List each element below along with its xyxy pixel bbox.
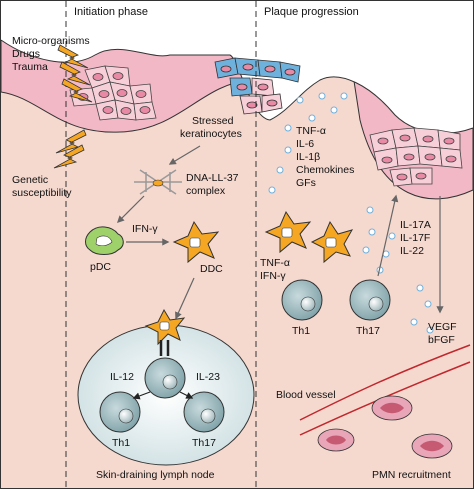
cytokine-il1b: IL-1β	[296, 151, 320, 163]
arrow-naive-to-th1	[132, 391, 151, 400]
th1-label-right: Th1	[292, 325, 310, 337]
trigger-drugs: Drugs	[12, 48, 40, 60]
pmn-label: PMN recruitment	[372, 469, 451, 481]
arrow-complex-to-pdc	[116, 195, 145, 224]
il23-label: IL-23	[196, 371, 220, 383]
naive-t-nucleus	[162, 374, 178, 390]
th17-nucleus-right	[368, 296, 384, 312]
blood-vessel-wall-upper	[299, 344, 471, 421]
th17-label-lymph: Th17	[192, 437, 216, 449]
arrow-ddc-to-lymph	[175, 277, 195, 320]
pdc-label: pDC	[90, 261, 111, 273]
cytokine-tnf: TNF-α	[296, 125, 326, 137]
stressed-label-1: Stressed	[192, 115, 234, 127]
arrow-stressed-to-complex	[168, 145, 201, 165]
ifn-gamma-label: IFN-γ	[132, 223, 158, 235]
il12-label: IL-12	[110, 371, 134, 383]
blue-cell-cluster	[214, 57, 301, 115]
dc-cytokine-tnf: TNF-α	[260, 257, 290, 269]
il17a-label: IL-17A	[400, 219, 431, 231]
keratinocyte-cluster-right	[369, 127, 463, 187]
il22-label: IL-22	[400, 245, 424, 257]
keratinocyte-cluster-left	[69, 65, 157, 121]
th17-label-right: Th17	[356, 325, 380, 337]
trigger-trauma: Trauma	[12, 61, 48, 73]
trigger-microorganisms: Micro-organisms	[12, 35, 90, 47]
dc-nucleus-right-2	[325, 237, 337, 248]
pdc-nucleus	[95, 235, 113, 247]
arrow-naive-to-th17	[179, 391, 194, 399]
lightning-icon-genetic	[53, 129, 87, 169]
ddc-label: DDC	[200, 263, 223, 275]
ll37-peptide-icon	[152, 179, 164, 187]
lymph-node-title: Skin-draining lymph node	[96, 469, 215, 481]
genetic-label-2: susceptibility	[12, 187, 72, 199]
th17-nucleus-lymph	[200, 408, 216, 424]
blood-vessel-label: Blood vessel	[276, 389, 336, 401]
cytokine-il6: IL-6	[296, 138, 314, 150]
th1-nucleus-right	[300, 296, 316, 312]
lymph-dc-nucleus	[159, 321, 170, 331]
skin-surface-line	[0, 39, 474, 134]
header-initiation: Initiation phase	[74, 6, 148, 18]
header-progression: Plaque progression	[264, 6, 359, 18]
ddc-nucleus	[189, 237, 201, 248]
dc-nucleus-right-1	[281, 227, 293, 238]
vegf-label: VEGF	[428, 321, 457, 333]
stressed-label-2: keratinocytes	[180, 128, 242, 140]
genetic-label-1: Genetic	[12, 174, 48, 186]
cytokine-gfs: GFs	[296, 177, 316, 189]
cytokine-dots	[268, 92, 434, 334]
surface-area	[1, 1, 473, 134]
complex-label-1: DNA-LL-37	[186, 172, 239, 184]
bfgf-label: bFGF	[428, 334, 455, 346]
cytokine-chemokines: Chemokines	[296, 164, 354, 176]
il17f-label: IL-17F	[400, 232, 430, 244]
pmn-cells	[317, 395, 453, 459]
th1-label-lymph: Th1	[112, 437, 130, 449]
th1-nucleus-lymph	[118, 408, 134, 424]
complex-label-2: complex	[186, 185, 226, 197]
dc-cytokine-ifn: IFN-γ	[260, 270, 286, 282]
arrow-th17-to-skin	[377, 194, 399, 277]
lightning-icon-triggers	[57, 44, 93, 103]
